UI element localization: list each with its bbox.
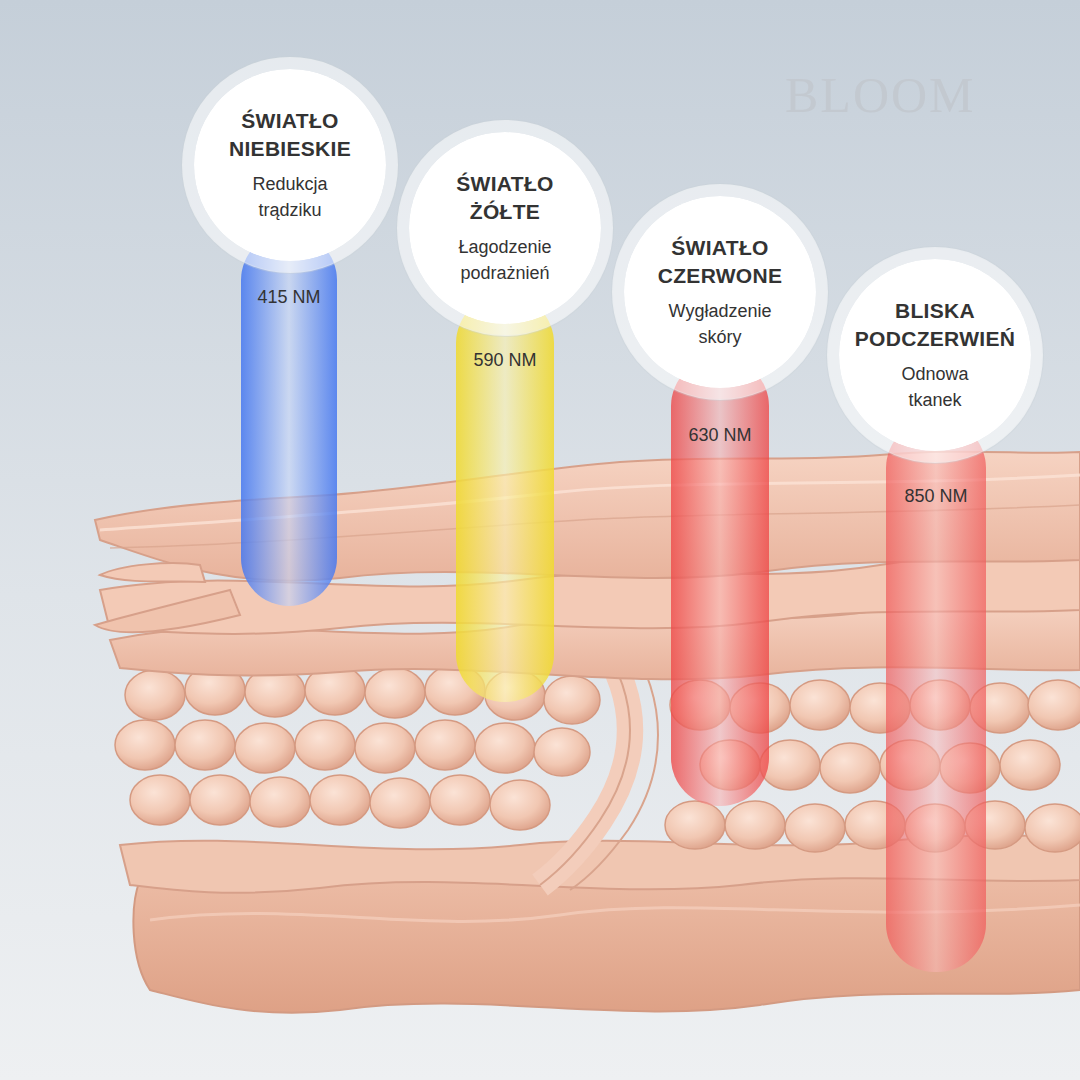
light-name: BLISKA PODCZERWIEŃ xyxy=(853,297,1018,352)
light-beam: 590 NM xyxy=(456,295,554,702)
light-circle: ŚWIATŁO NIEBIESKIE Redukcja trądziku xyxy=(182,57,398,273)
light-circle: BLISKA PODCZERWIEŃ Odnowa tkanek xyxy=(827,247,1043,463)
light-effect: Łagodzenie podrażnień xyxy=(446,234,564,286)
wavelength-label: 630 NM xyxy=(671,425,769,446)
light-circle: ŚWIATŁO CZERWONE Wygładzenie skóry xyxy=(612,184,828,400)
light-name: ŚWIATŁO ŻÓŁTE xyxy=(423,170,588,225)
wavelength-label: 415 NM xyxy=(241,287,337,308)
light-beam: 630 NM xyxy=(671,358,769,806)
light-circle: ŚWIATŁO ŻÓŁTE Łagodzenie podrażnień xyxy=(397,120,613,336)
light-effect: Wygładzenie skóry xyxy=(661,298,779,350)
watermark: BLOOM xyxy=(785,66,976,124)
light-effect: Redukcja trądziku xyxy=(231,171,349,223)
light-name: ŚWIATŁO CZERWONE xyxy=(638,234,803,289)
light-beam: 415 NM xyxy=(241,232,337,606)
light-beam: 850 NM xyxy=(886,420,986,972)
light-name: ŚWIATŁO NIEBIESKIE xyxy=(208,107,373,162)
wavelength-label: 850 NM xyxy=(886,486,986,507)
wavelength-label: 590 NM xyxy=(456,350,554,371)
light-effect: Odnowa tkanek xyxy=(876,361,994,413)
